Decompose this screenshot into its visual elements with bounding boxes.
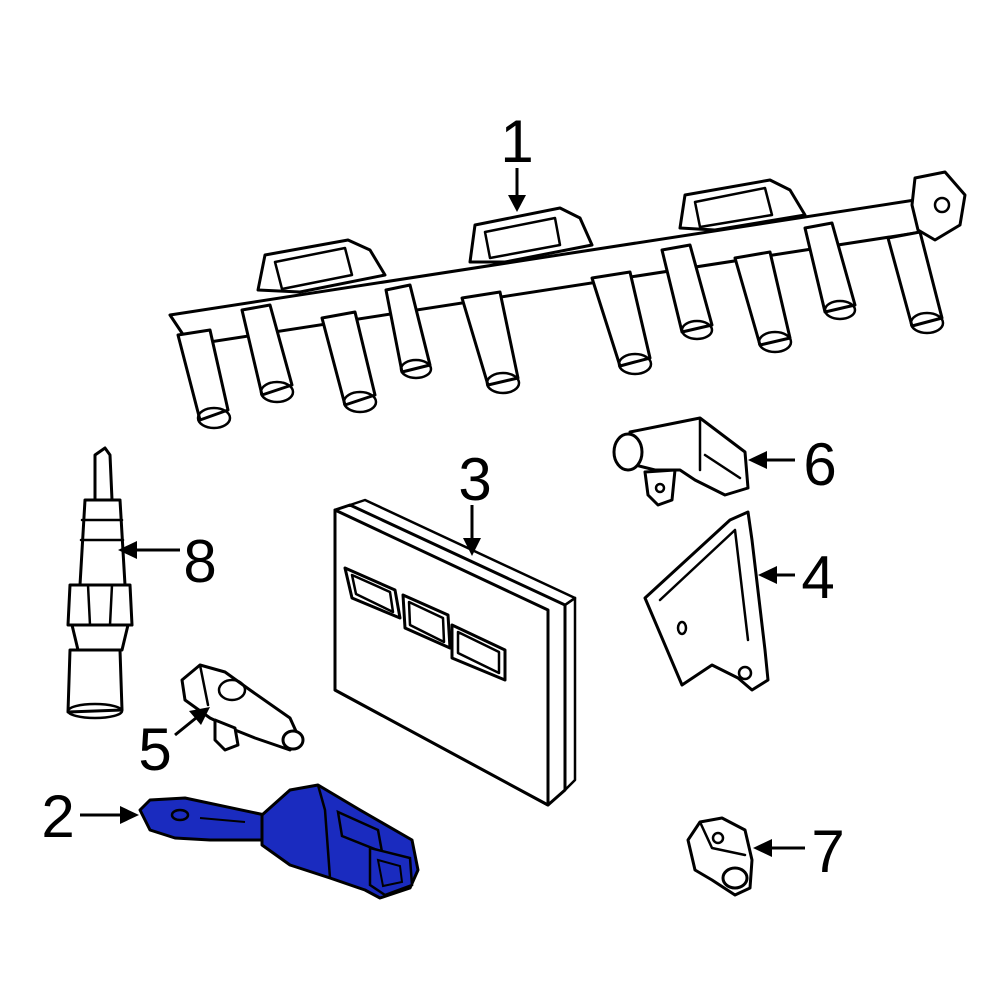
part-7-sensor[interactable] xyxy=(686,816,754,897)
part-5-sensor[interactable] xyxy=(180,663,305,752)
callout-8: 8 xyxy=(183,528,216,595)
part-6-sensor[interactable] xyxy=(612,416,750,507)
part-1-ignition-coil-rail[interactable] xyxy=(168,170,967,430)
part-4-bracket[interactable] xyxy=(643,510,770,692)
callout-6: 6 xyxy=(803,431,836,498)
callout-2: 2 xyxy=(41,783,74,850)
callout-7: 7 xyxy=(811,818,844,885)
callout-3: 3 xyxy=(458,446,491,513)
callout-1: 1 xyxy=(500,108,533,175)
callout-4: 4 xyxy=(801,544,834,611)
callout-labels: 1 2 3 4 5 6 7 8 xyxy=(41,108,844,885)
callout-5: 5 xyxy=(138,716,171,783)
part-2-highlighted-sensor[interactable] xyxy=(138,783,420,900)
part-3-engine-control-module[interactable] xyxy=(333,498,577,807)
callout-leaders xyxy=(80,168,805,857)
part-8-spark-plug[interactable] xyxy=(66,446,134,720)
